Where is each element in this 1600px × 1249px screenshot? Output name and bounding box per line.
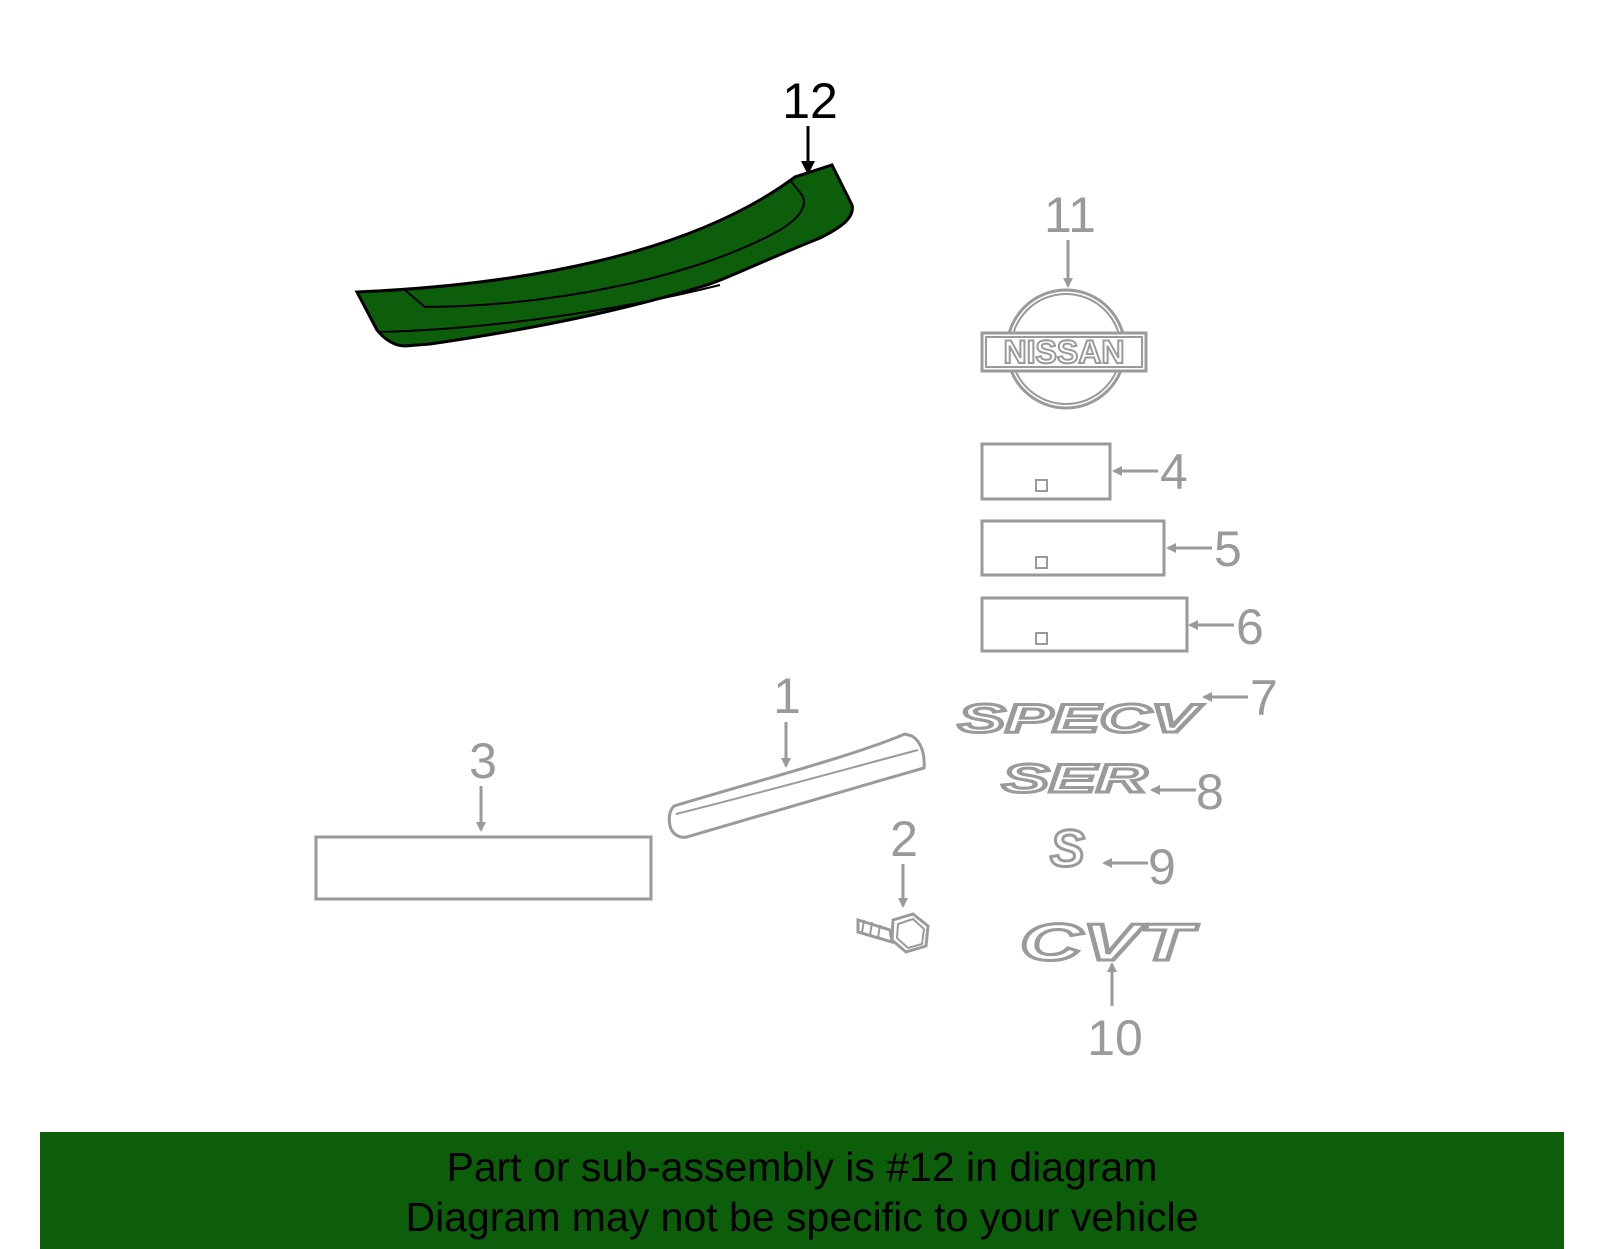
part-5-label-plate[interactable] bbox=[980, 519, 1166, 577]
part-9-s-emblem[interactable]: S bbox=[1049, 819, 1087, 880]
callout-7-label: 7 bbox=[1250, 670, 1278, 726]
part-8-ser-emblem[interactable]: SER bbox=[1001, 756, 1149, 803]
callout-11-label: 11 bbox=[1044, 187, 1096, 243]
ser-emblem-text: SER bbox=[1002, 757, 1147, 801]
callout-1-label: 1 bbox=[773, 668, 801, 724]
part-1-garnish-moulding[interactable] bbox=[667, 732, 926, 839]
part-4-label-plate[interactable] bbox=[980, 442, 1112, 501]
callout-12-label: 12 bbox=[782, 73, 838, 129]
part-11-nissan-emblem[interactable]: NISSAN bbox=[980, 288, 1148, 410]
callout-9-label: 9 bbox=[1148, 839, 1176, 895]
specv-emblem-text: SPECV bbox=[958, 697, 1204, 741]
callout-5-label: 5 bbox=[1214, 521, 1242, 577]
nissan-emblem-text: NISSAN bbox=[1004, 334, 1125, 370]
banner-line-2: Diagram may not be specific to your vehi… bbox=[405, 1194, 1199, 1240]
s-emblem-text: S bbox=[1050, 820, 1085, 878]
part-2-bolt[interactable] bbox=[856, 912, 930, 954]
callout-4-label: 4 bbox=[1160, 444, 1188, 500]
callout-10-label: 10 bbox=[1087, 1010, 1143, 1066]
disclaimer-banner: Part or sub-assembly is #12 in diagram D… bbox=[40, 1132, 1564, 1249]
part-7-specv-emblem[interactable]: SPECV bbox=[957, 696, 1206, 743]
callout-6-label: 6 bbox=[1236, 599, 1264, 655]
cvt-emblem-text: CVT bbox=[1020, 914, 1199, 972]
part-10-cvt-emblem[interactable]: CVT bbox=[1019, 913, 1201, 974]
callout-8-label: 8 bbox=[1196, 764, 1224, 820]
banner-line-1: Part or sub-assembly is #12 in diagram bbox=[446, 1144, 1158, 1190]
callout-3-label: 3 bbox=[469, 733, 497, 789]
part-12-rear-spoiler[interactable] bbox=[354, 163, 854, 348]
callout-2-label: 2 bbox=[890, 811, 918, 867]
part-3-strip[interactable] bbox=[314, 835, 653, 901]
part-6-label-plate[interactable] bbox=[980, 596, 1189, 653]
